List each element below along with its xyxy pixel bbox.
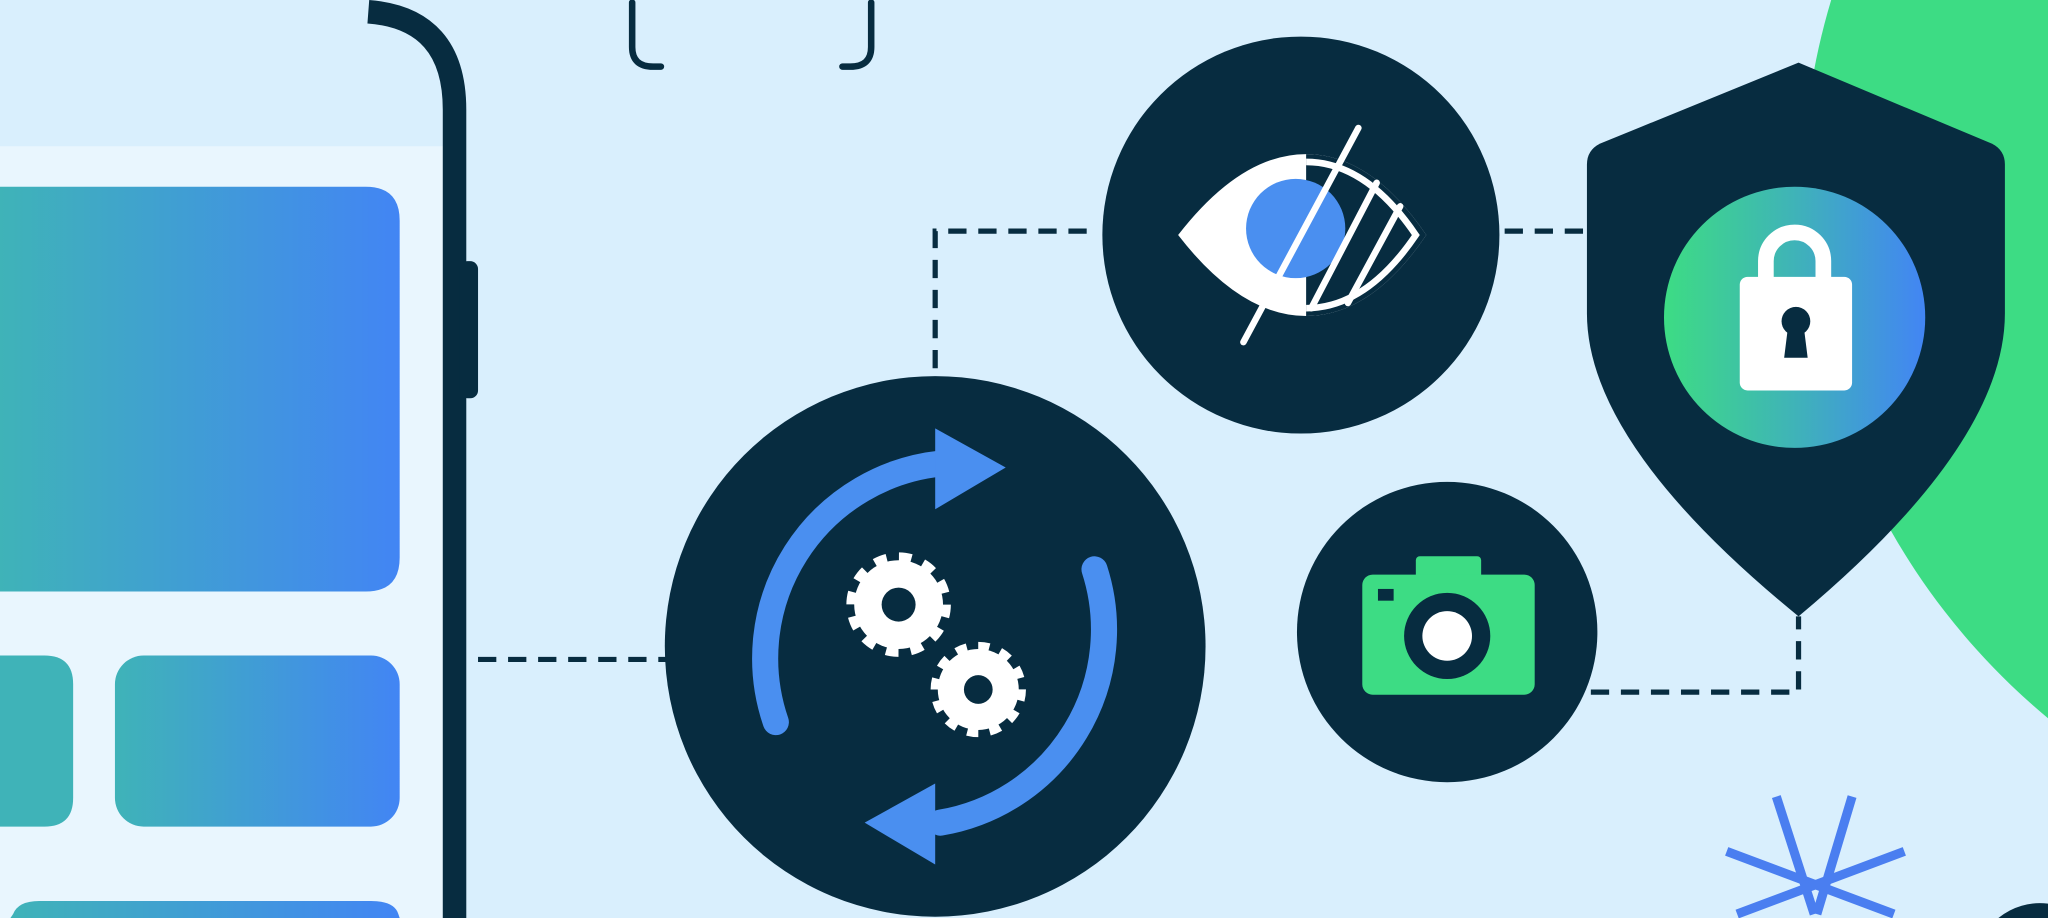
card-small-left: [0, 655, 74, 827]
phone-side-button: [459, 261, 479, 399]
sync-settings-icon: [664, 376, 1206, 917]
shield-lock-icon: [1586, 62, 2005, 617]
phone-icon: [0, 0, 479, 918]
eye-off-icon: [1102, 36, 1500, 434]
dashed-connectors: [478, 228, 1802, 695]
card-bottom: [10, 901, 400, 918]
asterisk-icon: [1725, 795, 1906, 918]
bracket-icon: [628, 0, 875, 70]
phone-frame: [367, 0, 467, 918]
card-small-right: [114, 655, 400, 827]
card-large: [0, 186, 400, 592]
gear-icon: [846, 552, 951, 657]
corner-shape: [1998, 903, 2048, 918]
camera-icon: [1296, 481, 1598, 783]
gear-icon: [930, 641, 1026, 738]
